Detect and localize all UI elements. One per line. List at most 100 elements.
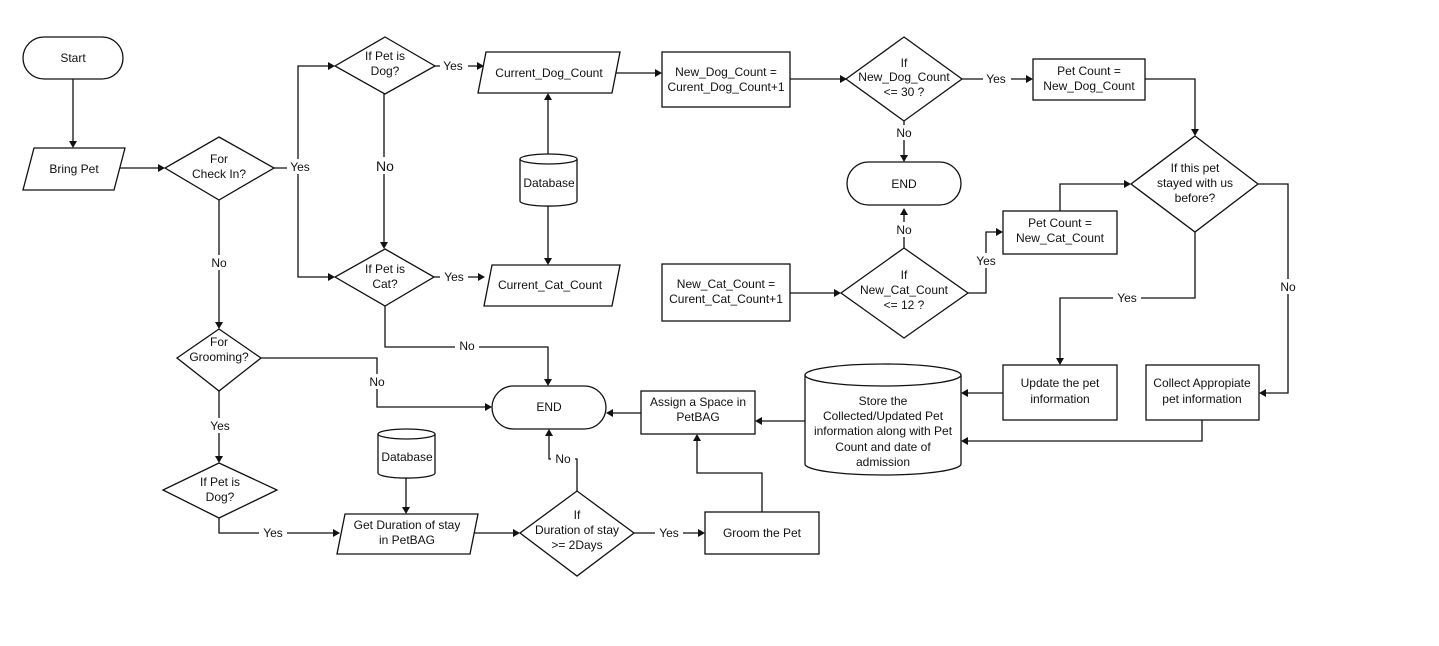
checkin-label-1: For xyxy=(210,152,228,166)
end-top-terminator xyxy=(846,161,962,206)
assign-space-label-2: PetBAG xyxy=(676,410,719,424)
label-cat-no: No xyxy=(459,339,475,353)
store-label-1: Store the xyxy=(859,394,908,408)
current-cat-count-label: Current_Cat_Count xyxy=(498,278,603,292)
store-database-icon xyxy=(804,363,962,476)
dog-check-label-3: <= 30 ? xyxy=(884,85,925,99)
current-cat-count-io xyxy=(483,264,621,307)
dog-check-label-2: New_Dog_Count xyxy=(858,70,950,84)
cat-check-label-3: <= 12 ? xyxy=(884,298,925,312)
grooming-label-2: Grooming? xyxy=(189,350,249,364)
database-2-icon xyxy=(377,428,436,479)
get-duration-label-2: in PetBAG xyxy=(379,533,435,547)
get-duration-label-1: Get Duration of stay xyxy=(354,518,461,532)
pet-cat-label-2: Cat? xyxy=(372,277,398,291)
pet-count-dog-box xyxy=(1032,58,1146,101)
pet-count-cat-label-2: New_Cat_Count xyxy=(1016,231,1105,245)
database-2-label: Database xyxy=(381,450,433,464)
collect-info-box xyxy=(1145,364,1260,421)
collect-info-label-1: Collect Appropiate xyxy=(1153,376,1251,390)
new-dog-count-label-2: Curent_Dog_Count+1 xyxy=(667,80,784,94)
update-info-label-1: Update the pet xyxy=(1021,376,1100,390)
end-top-label: END xyxy=(891,177,917,191)
store-label-5: admission xyxy=(856,455,910,469)
label-dog-check-no: No xyxy=(896,126,912,140)
assign-space-label-1: Assign a Space in xyxy=(650,395,746,409)
cat-check-label-1: If xyxy=(901,268,908,282)
label-stayed-yes: Yes xyxy=(1117,291,1137,305)
duration-label-2: Duration of stay xyxy=(535,523,619,537)
label-stayed-no: No xyxy=(1280,280,1296,294)
label-duration-yes: Yes xyxy=(659,526,679,540)
collect-info-label-2: pet information xyxy=(1162,392,1241,406)
groom-pet-label: Groom the Pet xyxy=(723,526,802,540)
checkin-label-2: Check In? xyxy=(192,167,246,181)
duration-label-1: If xyxy=(574,508,581,522)
cat-check-label-2: New_Cat_Count xyxy=(860,283,949,297)
current-dog-count-label: Current_Dog_Count xyxy=(495,66,603,80)
edge-pet-count-dog-to-stayed xyxy=(1145,78,1196,129)
get-duration-io xyxy=(336,513,479,555)
new-dog-count-label-1: New_Dog_Count = xyxy=(675,65,777,79)
label-grooming-yes: Yes xyxy=(210,419,230,433)
cat-count-check-decision xyxy=(839,247,970,339)
nodes: Start Bring Pet For Check In? If Pet is … xyxy=(22,36,1260,577)
stayed-label-1: If this pet xyxy=(1171,161,1220,175)
pet-count-cat-label-1: Pet Count = xyxy=(1028,216,1092,230)
end-mid-terminator xyxy=(491,385,607,430)
edge-checkin-yes-to-dog xyxy=(297,65,328,168)
database-label: Database xyxy=(523,176,575,190)
update-info-box xyxy=(1002,364,1118,421)
pet-dog-2-label-2: Dog? xyxy=(206,490,235,504)
edge-pet-count-cat-to-stayed xyxy=(1059,183,1124,211)
duration-label-3: >= 2Days xyxy=(551,538,602,552)
label-dog-no: No xyxy=(376,158,394,174)
database-icon xyxy=(519,153,578,207)
grooming-decision xyxy=(175,328,263,392)
pet-count-dog-label-2: New_Dog_Count xyxy=(1043,79,1135,93)
label-dog-yes: Yes xyxy=(443,59,463,73)
current-dog-count-io xyxy=(477,51,621,94)
new-dog-count-box xyxy=(661,51,791,108)
new-cat-count-label-2: Curent_Cat_Count+1 xyxy=(669,292,783,306)
label-grooming-no: No xyxy=(369,375,385,389)
edge-labels: Yes No Yes No Yes No Yes No No Yes Yes N… xyxy=(205,58,1300,540)
assign-space-box xyxy=(640,390,756,435)
checkin-decision xyxy=(163,136,276,201)
new-cat-count-box xyxy=(661,263,791,322)
pet-dog-2-decision xyxy=(161,462,279,519)
dog-count-check-decision xyxy=(844,36,964,122)
end-mid-label: END xyxy=(536,400,562,414)
pet-dog-2-label-1: If Pet is xyxy=(200,475,240,489)
edge-collect-to-store xyxy=(968,420,1203,442)
pet-dog-label-1: If Pet is xyxy=(365,49,405,63)
update-info-label-2: information xyxy=(1030,392,1089,406)
label-cat-yes: Yes xyxy=(444,270,464,284)
label-duration-no: No xyxy=(555,452,571,466)
pet-cat-decision xyxy=(333,248,436,307)
label-checkin-yes: Yes xyxy=(290,160,310,174)
store-label-4: Count and date of xyxy=(835,440,931,454)
stayed-label-3: before? xyxy=(1175,191,1216,205)
store-label-3: information along with Pet xyxy=(814,424,953,438)
edge-dog2-yes xyxy=(218,518,333,534)
grooming-label-1: For xyxy=(210,335,228,349)
pet-dog-label-2: Dog? xyxy=(371,64,400,78)
pet-dog-decision xyxy=(333,36,437,95)
label-dog2-yes: Yes xyxy=(263,526,283,540)
new-cat-count-label-1: New_Cat_Count = xyxy=(677,277,775,291)
edge-checkin-yes-to-cat xyxy=(297,168,328,278)
label-dog-check-yes: Yes xyxy=(986,72,1006,86)
edge-groom-to-assign xyxy=(696,441,763,512)
groom-pet-box xyxy=(704,511,820,555)
bring-pet-label: Bring Pet xyxy=(49,162,99,176)
stayed-label-2: stayed with us xyxy=(1157,176,1233,190)
pet-count-cat-box xyxy=(1002,210,1118,255)
store-label-2: Collected/Updated Pet xyxy=(823,409,944,423)
stayed-before-decision xyxy=(1129,135,1260,233)
dog-check-label-1: If xyxy=(901,56,908,70)
pet-cat-label-1: If Pet is xyxy=(365,262,405,276)
label-cat-check-yes: Yes xyxy=(976,254,996,268)
label-cat-check-no: No xyxy=(896,223,912,237)
